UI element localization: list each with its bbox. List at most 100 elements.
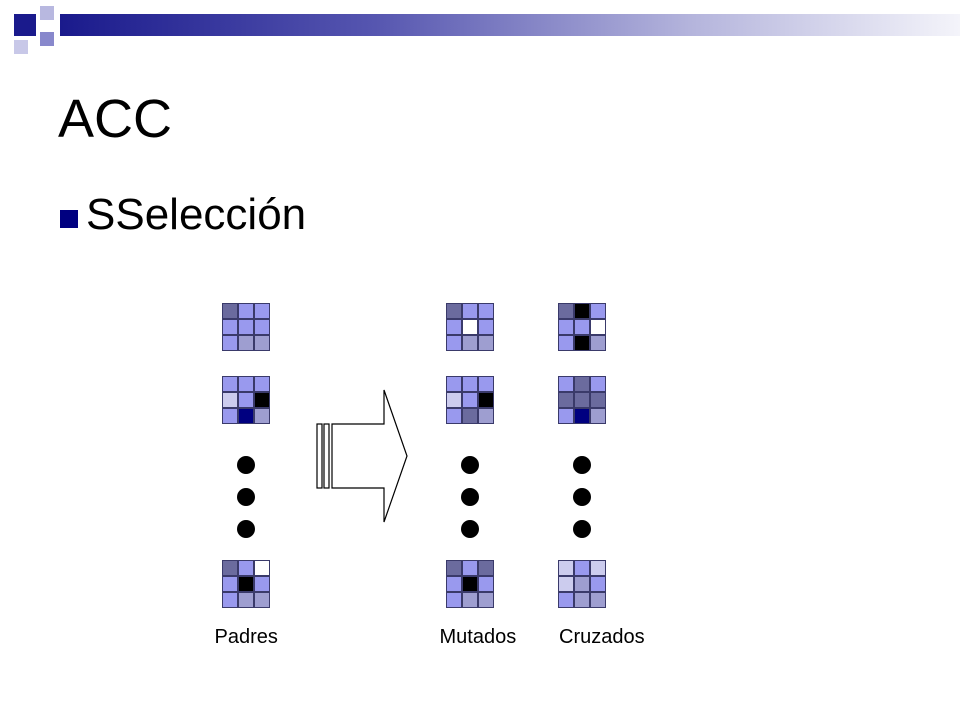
grid-cell	[222, 319, 238, 335]
grid-cell	[238, 303, 254, 319]
grid-cell	[222, 303, 238, 319]
grid-cell	[254, 376, 270, 392]
grid-cell	[446, 303, 462, 319]
decor-square-blue-small	[40, 32, 54, 46]
grid-cell	[590, 303, 606, 319]
grid-cell	[238, 576, 254, 592]
grid-cell	[462, 560, 478, 576]
pattern-grid	[222, 560, 270, 608]
grid-cell	[462, 376, 478, 392]
grid-cell	[478, 560, 494, 576]
column-label: Mutados	[439, 626, 517, 648]
grid-cell	[478, 335, 494, 351]
grid-cell	[462, 319, 478, 335]
grid-cell	[446, 592, 462, 608]
grid-cell	[590, 576, 606, 592]
grid-cell	[574, 560, 590, 576]
grid-cell	[590, 335, 606, 351]
pattern-grid	[222, 376, 270, 424]
grid-cell	[558, 335, 574, 351]
grid-cell	[590, 319, 606, 335]
grid-cell	[574, 592, 590, 608]
grid-cell	[238, 592, 254, 608]
grid-cell	[574, 376, 590, 392]
pattern-grid	[446, 376, 494, 424]
grid-cell	[462, 592, 478, 608]
grid-cell	[238, 376, 254, 392]
grid-cell	[558, 376, 574, 392]
grid-cell	[222, 592, 238, 608]
grid-cell	[558, 592, 574, 608]
grid-cell	[574, 303, 590, 319]
decor-square-navy-large	[14, 14, 36, 36]
grid-cell	[558, 408, 574, 424]
grid-cell	[222, 392, 238, 408]
grid-cell	[222, 408, 238, 424]
grid-cell	[446, 560, 462, 576]
pattern-grid	[558, 560, 606, 608]
grid-cell	[478, 592, 494, 608]
grid-cell	[558, 576, 574, 592]
grid-cell	[238, 408, 254, 424]
grid-cell	[254, 592, 270, 608]
pattern-grid	[558, 303, 606, 351]
slide-title: ACC	[58, 89, 173, 149]
grid-cell	[446, 335, 462, 351]
grid-cell	[462, 392, 478, 408]
grid-cell	[254, 392, 270, 408]
grid-cell	[222, 376, 238, 392]
grid-cell	[558, 560, 574, 576]
grid-cell	[254, 319, 270, 335]
column-label: Cruzados	[559, 626, 645, 648]
bullet-square-icon	[60, 210, 78, 228]
bullet-item: SSelección	[60, 190, 306, 240]
grid-cell	[590, 392, 606, 408]
ellipsis-dot	[237, 456, 255, 474]
grid-cell	[238, 335, 254, 351]
grid-cell	[590, 592, 606, 608]
grid-cell	[254, 335, 270, 351]
ellipsis-dot	[237, 488, 255, 506]
grid-cell	[478, 319, 494, 335]
grid-cell	[446, 376, 462, 392]
grid-cell	[478, 392, 494, 408]
ellipsis-dot	[461, 456, 479, 474]
grid-cell	[222, 335, 238, 351]
grid-cell	[238, 319, 254, 335]
decor-square-lavender-top	[40, 6, 54, 20]
ellipsis-dot	[461, 520, 479, 538]
grid-cell	[238, 560, 254, 576]
grid-cell	[478, 576, 494, 592]
grid-cell	[574, 319, 590, 335]
grid-cell	[478, 303, 494, 319]
grid-cell	[590, 376, 606, 392]
grid-cell	[254, 303, 270, 319]
grid-cell	[590, 560, 606, 576]
grid-cell	[222, 576, 238, 592]
pattern-grid	[446, 303, 494, 351]
grid-cell	[574, 392, 590, 408]
grid-cell	[462, 335, 478, 351]
grid-cell	[254, 408, 270, 424]
grid-cell	[254, 560, 270, 576]
ellipsis-dot	[573, 488, 591, 506]
column-label: Padres	[214, 626, 278, 648]
grid-cell	[590, 408, 606, 424]
grid-cell	[222, 560, 238, 576]
ellipsis-dot	[461, 488, 479, 506]
grid-cell	[446, 392, 462, 408]
bullet-text: SSelección	[86, 190, 307, 239]
grid-cell	[478, 376, 494, 392]
grid-cell	[238, 392, 254, 408]
ellipsis-dot	[237, 520, 255, 538]
grid-cell	[558, 392, 574, 408]
grid-cell	[254, 576, 270, 592]
pattern-grid	[446, 560, 494, 608]
grid-cell	[574, 335, 590, 351]
grid-cell	[462, 408, 478, 424]
grid-cell	[462, 576, 478, 592]
decor-square-lavender-left	[14, 40, 28, 54]
grid-cell	[558, 303, 574, 319]
grid-cell	[478, 408, 494, 424]
grid-cell	[462, 303, 478, 319]
